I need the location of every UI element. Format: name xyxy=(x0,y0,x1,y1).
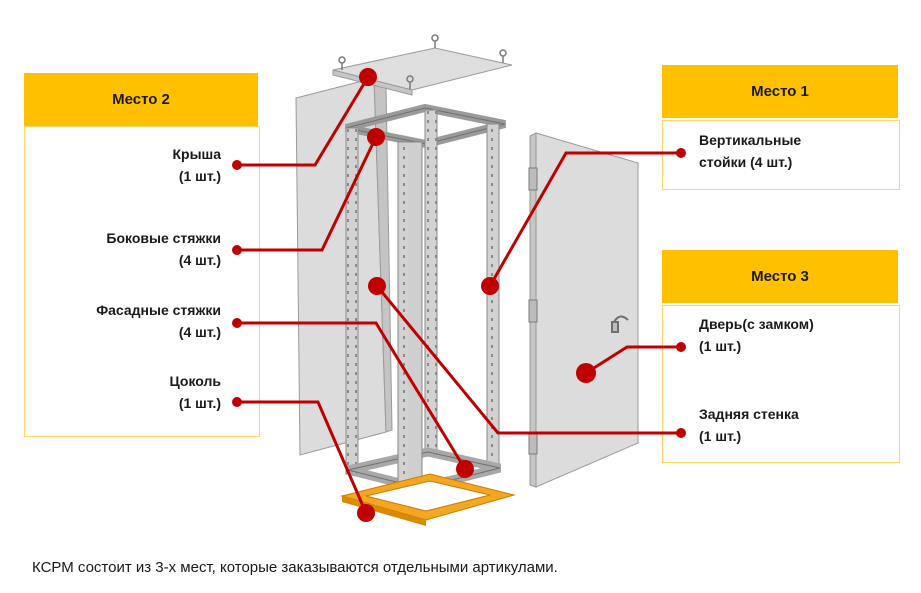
leader-front-ties xyxy=(236,321,467,470)
label-plinth-name: Цоколь xyxy=(169,373,221,389)
post-front-holes xyxy=(400,146,408,486)
marker-plinth xyxy=(357,504,375,522)
label-vertical-posts-qty: стойки (4 шт.) xyxy=(699,154,793,170)
markers xyxy=(232,68,686,522)
dot-side-ties xyxy=(232,245,242,255)
dot-roof xyxy=(232,160,242,170)
label-vertical-posts-name: Вертикальные xyxy=(699,132,802,148)
label-vertical-posts: Вертикальные стойки (4 шт.) xyxy=(699,129,801,173)
place1-title: Место 1 xyxy=(751,83,809,100)
dot-door xyxy=(676,342,686,352)
label-door: Дверь(с замком) (1 шт.) xyxy=(699,313,814,357)
marker-roof xyxy=(359,68,377,86)
roof-eyebolts xyxy=(338,34,507,89)
door-lock-icon xyxy=(611,315,629,333)
marker-front-ties xyxy=(456,460,474,478)
marker-door xyxy=(576,363,596,383)
place3-panel xyxy=(662,305,900,463)
label-plinth: Цоколь (1 шт.) xyxy=(170,370,221,414)
post-rear-right xyxy=(424,109,438,455)
label-back-wall-name: Задняя стенка xyxy=(699,406,799,422)
label-plinth-qty: (1 шт.) xyxy=(178,395,221,411)
marker-side-ties xyxy=(367,128,385,146)
leader-lines xyxy=(236,76,681,514)
leader-door xyxy=(585,345,681,375)
label-door-qty: (1 шт.) xyxy=(699,338,742,354)
dot-front-ties xyxy=(232,318,242,328)
label-side-ties-name: Боковые стяжки xyxy=(106,230,221,246)
dot-back-wall xyxy=(676,428,686,438)
label-roof-qty: (1 шт.) xyxy=(178,168,221,184)
leader-back-wall xyxy=(375,285,681,435)
place1-panel xyxy=(662,120,900,190)
place2-title: Место 2 xyxy=(112,91,170,108)
plinth-inner xyxy=(365,480,491,512)
dot-vertical-posts xyxy=(676,148,686,158)
place2-header: Место 2 xyxy=(24,73,258,126)
label-side-ties-qty: (4 шт.) xyxy=(178,252,221,268)
place3-header: Место 3 xyxy=(662,250,898,303)
leader-vertical-posts xyxy=(488,151,681,287)
label-roof-name: Крыша xyxy=(172,146,221,162)
label-front-ties-qty: (4 шт.) xyxy=(178,324,221,340)
leader-side-ties xyxy=(236,136,378,252)
label-front-ties: Фасадные стяжки (4 шт.) xyxy=(96,299,221,343)
place3-title: Место 3 xyxy=(751,268,809,285)
label-front-ties-name: Фасадные стяжки xyxy=(96,302,221,318)
place2-panel xyxy=(24,126,260,437)
label-back-wall: Задняя стенка (1 шт.) xyxy=(699,403,799,447)
place1-header: Место 1 xyxy=(662,65,898,118)
frame-top-outline xyxy=(345,107,506,145)
leader-roof xyxy=(236,76,370,167)
label-side-ties: Боковые стяжки (4 шт.) xyxy=(106,227,221,271)
dot-plinth xyxy=(232,397,242,407)
caption: КСРМ состоит из 3-х мест, которые заказы… xyxy=(32,559,558,576)
marker-vertical-posts xyxy=(481,277,499,295)
marker-back-wall xyxy=(368,277,386,295)
label-roof: Крыша (1 шт.) xyxy=(172,143,221,187)
leader-plinth xyxy=(236,400,368,514)
label-back-wall-qty: (1 шт.) xyxy=(699,428,742,444)
label-door-name: Дверь(с замком) xyxy=(699,316,814,332)
